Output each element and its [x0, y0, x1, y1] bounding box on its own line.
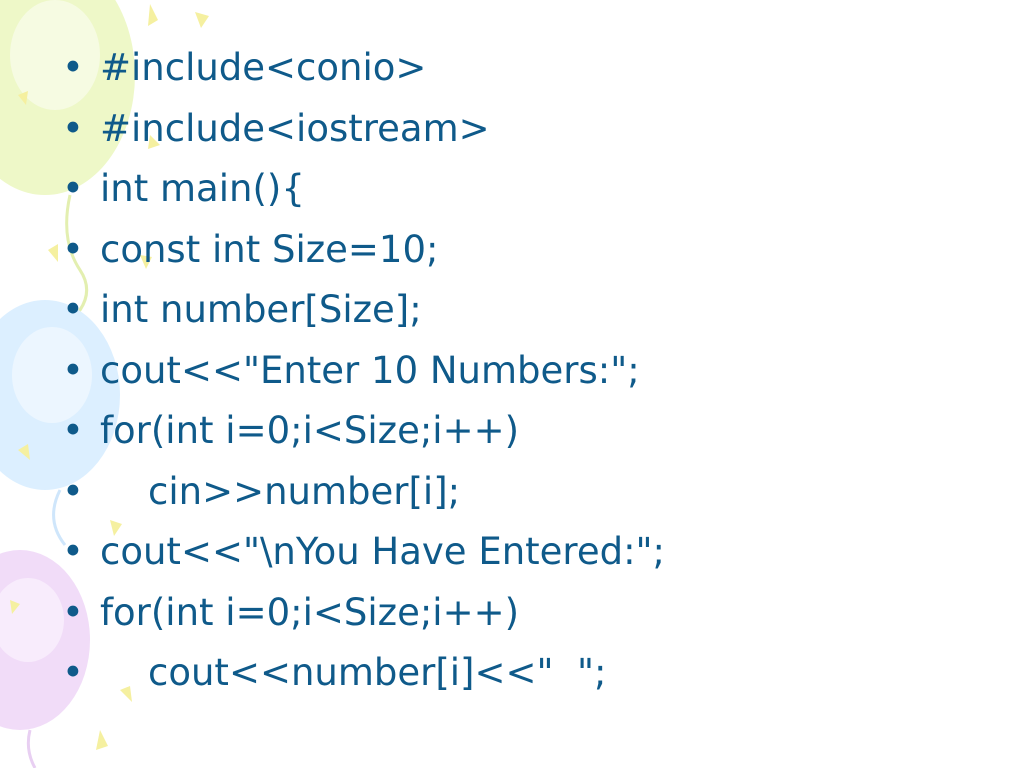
bullet-icon: •: [62, 530, 84, 573]
bullet-line: • #include<conio>: [62, 38, 1002, 99]
code-text: int number[Size];: [100, 288, 422, 331]
bullet-icon: •: [62, 46, 84, 89]
code-bullet-list: • #include<conio> • #include<iostream> •…: [62, 38, 1002, 704]
bullet-line: • cout<<"Enter 10 Numbers:";: [62, 341, 1002, 402]
code-text: cout<<number[i]<<" ";: [148, 651, 607, 694]
bullet-icon: •: [62, 348, 84, 392]
code-text: #include<conio>: [100, 46, 427, 89]
bullet-line: • #include<iostream>: [62, 99, 1002, 160]
bullet-line: • int number[Size];: [62, 280, 1002, 341]
bullet-icon: •: [62, 590, 84, 634]
bullet-line: • cout<<number[i]<<" ";: [62, 643, 1002, 704]
bullet-icon: •: [62, 167, 84, 210]
balloon-icon: [0, 550, 90, 768]
bullet-line: • cin>>number[i];: [62, 462, 1002, 523]
code-text: const int Size=10;: [100, 227, 439, 271]
code-text: for(int i=0;i<Size;i++): [100, 409, 520, 452]
bullet-icon: •: [62, 227, 84, 271]
code-text: #include<iostream>: [100, 106, 490, 150]
bullet-line: • int main(){: [62, 159, 1002, 220]
balloon-icon: [0, 0, 135, 332]
bullet-icon: •: [62, 106, 84, 150]
bullet-icon: •: [62, 651, 84, 694]
bullet-line: • cout<<"\nYou Have Entered:";: [62, 522, 1002, 583]
bullet-icon: •: [62, 409, 84, 452]
code-text: cin>>number[i];: [148, 469, 461, 513]
bullet-line: • for(int i=0;i<Size;i++): [62, 583, 1002, 644]
bullet-line: • const int Size=10;: [62, 220, 1002, 281]
code-text: int main(){: [100, 167, 305, 210]
balloon-icon: [0, 300, 120, 546]
bullet-line: • for(int i=0;i<Size;i++): [62, 401, 1002, 462]
code-text: for(int i=0;i<Size;i++): [100, 590, 520, 634]
code-text: cout<<"Enter 10 Numbers:";: [100, 348, 640, 392]
star-icon: [10, 4, 209, 750]
bullet-icon: •: [62, 469, 84, 513]
code-text: cout<<"\nYou Have Entered:";: [100, 530, 666, 573]
bullet-icon: •: [62, 288, 84, 331]
